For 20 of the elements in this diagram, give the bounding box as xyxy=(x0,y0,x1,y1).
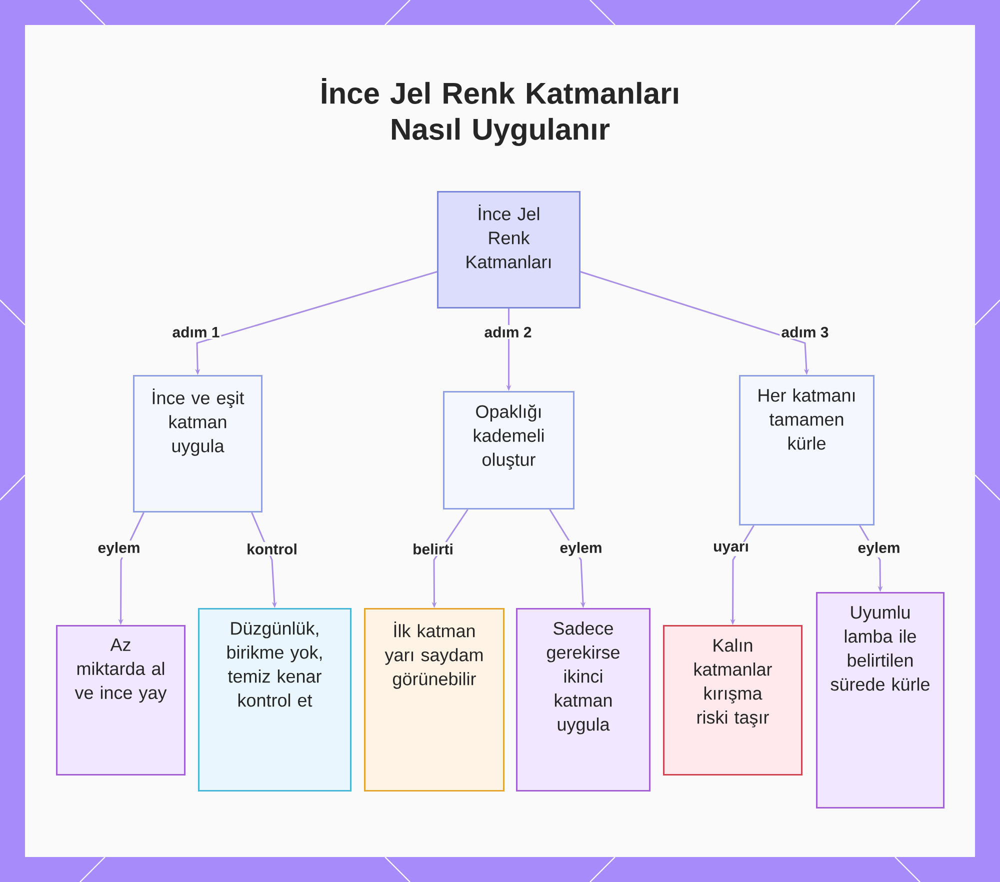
edge-label: kontrol xyxy=(245,542,299,556)
process-box: Uyumlu lamba ile belirtilen sürede kürle xyxy=(816,592,944,808)
edge-label: uyarı xyxy=(712,542,750,556)
process-box: İlk katman yarı saydam görünebilir xyxy=(364,608,504,792)
edge-label: eylem xyxy=(558,540,604,558)
process-box: İnce Jel Renk Katmanları xyxy=(437,191,580,308)
process-box: Opaklığı kademeli oluştur xyxy=(443,391,574,510)
process-box: Düzgünlük, birikme yok, temiz kenar kontrol et xyxy=(198,608,352,792)
edge-label: eylem xyxy=(96,540,142,558)
edge-label: adım 3 xyxy=(780,324,830,339)
edge-label: adım 1 xyxy=(170,325,222,339)
edge-label: belirti xyxy=(411,542,455,556)
edge-label: eylem xyxy=(856,540,902,558)
process-box: Az miktarda al ve ince yay xyxy=(56,625,186,776)
process-box: Her katmanı tamamen kürle xyxy=(739,375,874,526)
process-box: Sadece gerekirse ikinci katman uygula xyxy=(516,608,650,792)
title: İnce Jel Renk Katmanları Nasıl Uygulanır xyxy=(322,78,678,146)
process-box: Kalın katmanlar kırışma riski taşır xyxy=(663,625,802,776)
edge-label: adım 2 xyxy=(482,325,534,339)
process-box: İnce ve eşit katman uygula xyxy=(133,375,262,512)
